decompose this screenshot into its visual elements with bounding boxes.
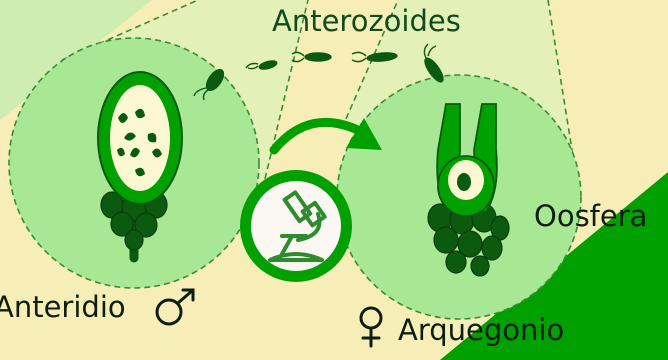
label-antherozoids: Anterozoides <box>272 7 461 36</box>
microscope-icon <box>240 170 352 282</box>
label-oosphere: Oosfera <box>534 202 647 231</box>
label-archegonium: Arquegonio <box>398 316 564 345</box>
label-antheridium: Anteridio <box>0 293 126 322</box>
archegonium-circle <box>337 75 581 319</box>
